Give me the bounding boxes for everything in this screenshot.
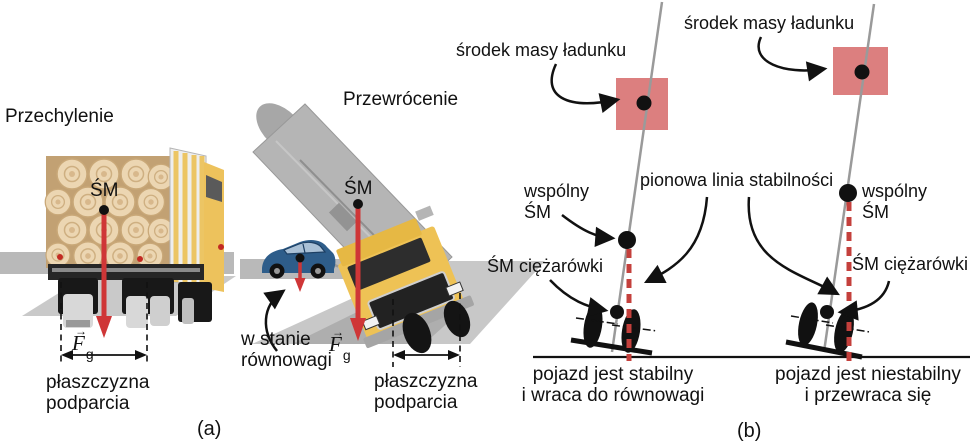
support-plane-label-mid: płaszczyzna podparcia <box>374 371 478 413</box>
common-cm-pointer-stable <box>561 214 616 247</box>
log-truck-illustration <box>44 147 224 328</box>
car-cm-dot <box>295 253 305 263</box>
gravity-force-label-mid: →Fg <box>329 313 351 363</box>
vertical-line-pointer-stable <box>643 196 709 284</box>
tip-title: Przewrócenie <box>343 89 459 110</box>
common-cm-dot-unstable <box>839 184 857 202</box>
gravity-vector-a <box>96 212 112 338</box>
vector-arrow-glyph: → <box>332 325 344 339</box>
tilt-title: Przechylenie <box>5 106 114 127</box>
panel-a-tag: (a) <box>197 418 222 440</box>
cargo-cm-pointer-stable <box>550 63 621 114</box>
stability-diagrams <box>533 1 970 363</box>
cm-dot-a <box>99 205 109 215</box>
cargo-cm-label-unstable: środek masy ładunku <box>684 13 855 33</box>
cargo-cm-dot-unstable <box>854 64 870 80</box>
support-plane-label-a: płaszczyzna podparcia <box>46 372 150 414</box>
common-cm-dot-stable <box>618 231 636 249</box>
cargo-cm-dot-stable <box>636 95 652 111</box>
tipping-truck-illustration <box>252 103 474 354</box>
support-base-a <box>60 282 148 364</box>
vector-arrow-glyph: → <box>75 324 87 338</box>
common-cm-label-unstable: wspólny ŚM <box>862 181 928 222</box>
unstable-caption: pojazd jest niestabilny i przewraca się <box>775 364 961 406</box>
truck-cm-dot-unstable <box>820 305 834 319</box>
cargo-cm-pointer-unstable <box>757 36 828 82</box>
car-gravity-vector <box>294 261 306 292</box>
log-truck-scene <box>0 147 236 364</box>
vertical-line-pointer-unstable <box>747 196 840 296</box>
unstable-diagram <box>747 3 891 363</box>
panel-b-tag: (b) <box>737 420 762 442</box>
support-base-mid <box>392 293 461 367</box>
gravity-vector-mid <box>350 206 366 341</box>
tipping-truck-scene <box>240 103 545 367</box>
chassis-line-stable <box>570 337 653 356</box>
stable-diagram <box>549 1 709 361</box>
truck-cm-pointer-stable <box>549 279 609 318</box>
truck-cm-label-stable: ŚM ciężarówki <box>487 256 604 276</box>
cm-dot-mid <box>353 199 363 209</box>
truck-cm-pointer-unstable <box>837 280 891 321</box>
tilt-axis-line-stable <box>610 1 664 353</box>
cm-label-mid: ŚM <box>344 178 373 199</box>
stable-caption: pojazd jest stabilny i wraca do równowag… <box>521 364 705 406</box>
equilibrium-label: w stanie równowagi <box>241 329 332 371</box>
vertical-line-label: pionowa linia stabilności <box>640 170 834 190</box>
truck-cm-label-unstable: ŚM ciężarówki <box>852 254 969 274</box>
equilibrium-pointer-arrow <box>263 289 286 352</box>
cargo-cm-label-stable: środek masy ładunku <box>456 40 627 60</box>
truck-cm-dot-stable <box>610 305 624 319</box>
cm-label-a: ŚM <box>90 180 119 201</box>
common-cm-label-stable: wspólny ŚM <box>524 181 590 222</box>
gravity-force-label-a: →Fg <box>72 312 94 362</box>
